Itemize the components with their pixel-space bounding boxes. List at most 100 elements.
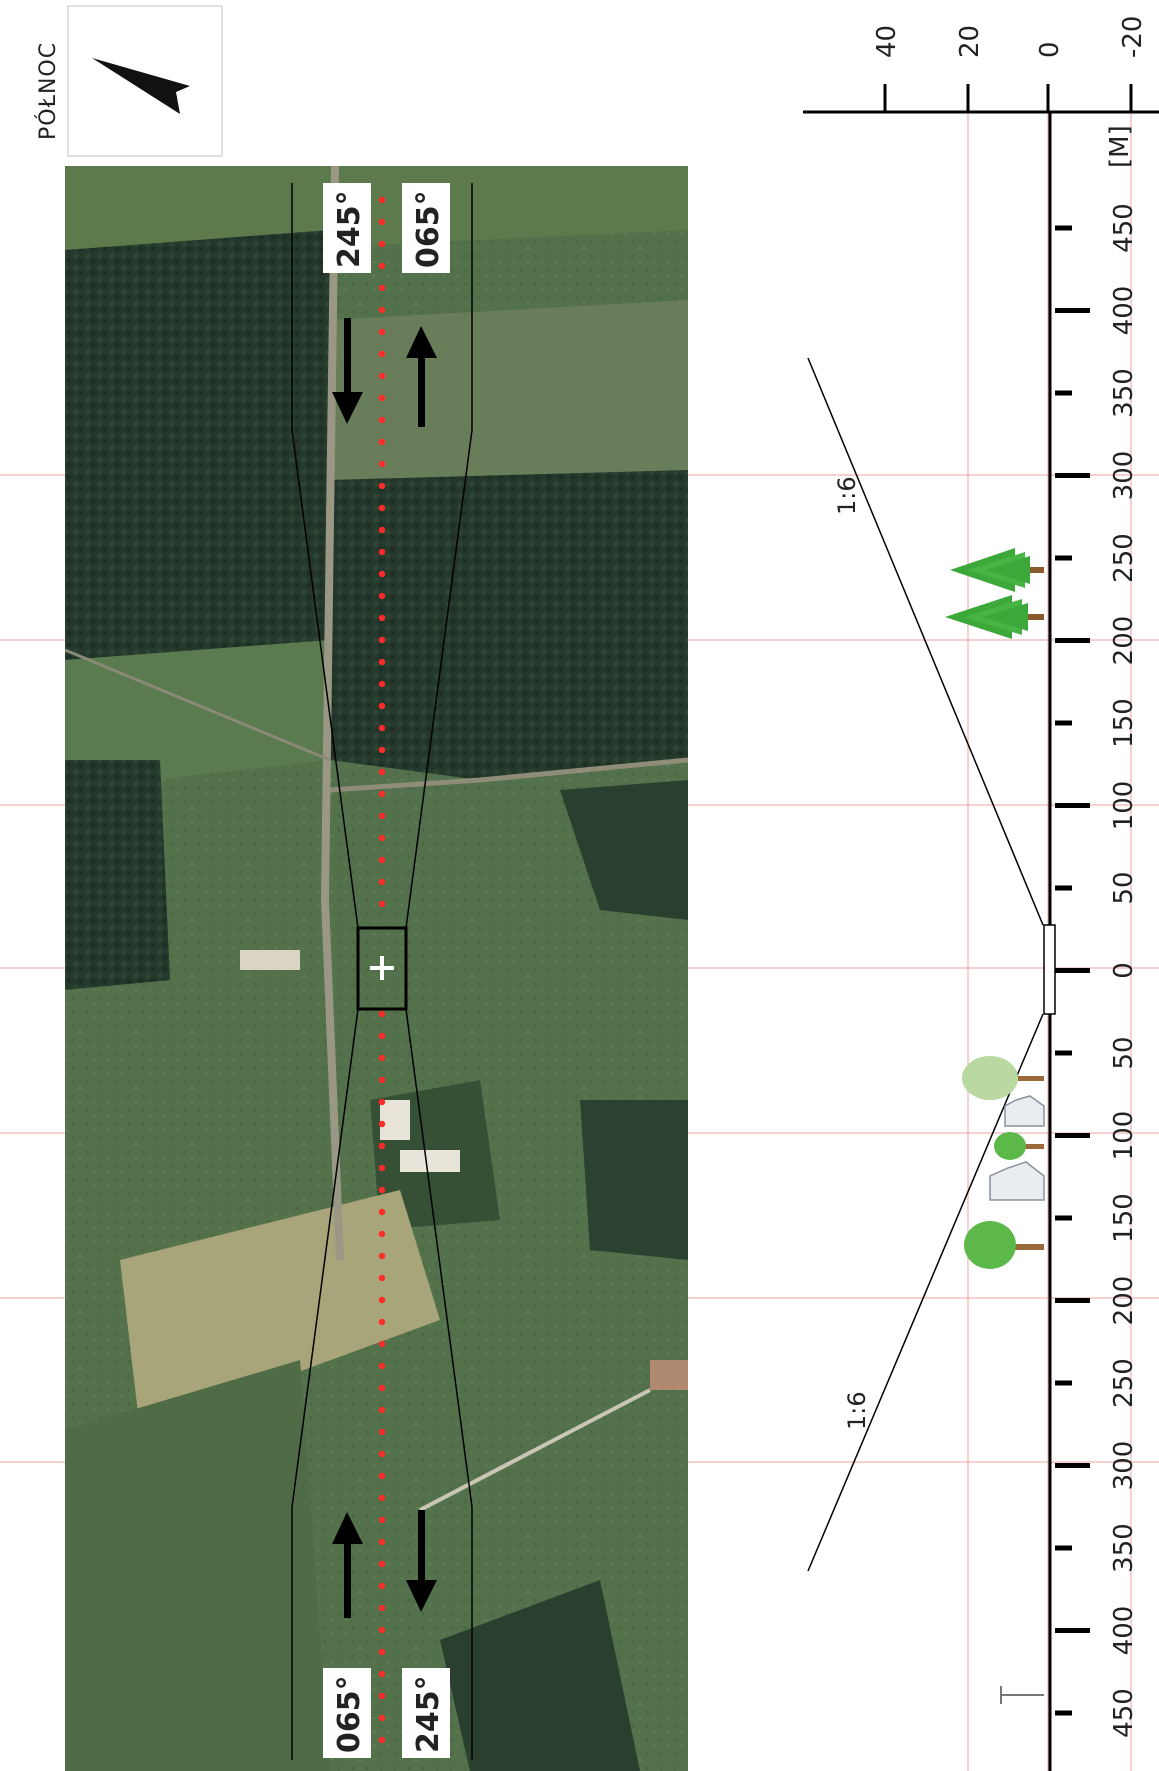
centerline-dot	[378, 746, 386, 754]
direction-arrow-icon	[332, 318, 437, 1618]
distance-tick-label: 200	[1109, 1276, 1139, 1326]
centerline-dot	[378, 482, 386, 490]
centerline-dot	[378, 856, 386, 864]
centerline-dot	[378, 1626, 386, 1634]
distance-tick-label: 50	[1109, 1036, 1139, 1069]
compass: PÓŁNOC	[35, 5, 223, 157]
house-icon	[989, 1095, 1045, 1201]
centerline-dot	[378, 372, 386, 380]
distance-tick-label: 150	[1109, 698, 1139, 748]
centerline-dot	[378, 1296, 386, 1304]
centerline-dot	[378, 724, 386, 732]
centerline-dot	[378, 284, 386, 292]
distance-axis: 4504003503002502001501005005010015020025…	[1043, 112, 1139, 1771]
centerline-dot	[378, 1362, 386, 1370]
svg-text:065°: 065°	[411, 190, 446, 268]
centerline-dot	[378, 328, 386, 336]
distance-tick-label: 350	[1109, 1523, 1139, 1573]
distance-tick-label: 150	[1109, 1193, 1139, 1243]
distance-tick-label: 250	[1109, 533, 1139, 583]
distance-tick-label: 450	[1109, 203, 1139, 253]
centerline-dot	[378, 1582, 386, 1590]
centerline-dot	[378, 1208, 386, 1216]
centerline-dot	[378, 1076, 386, 1084]
centerline-dot	[378, 1032, 386, 1040]
antenna-icon	[1000, 1686, 1044, 1704]
runway-label-top-left: 245°	[323, 183, 371, 273]
obstacle-limitation-slopes	[807, 357, 1044, 1572]
compass-label: PÓŁNOC	[35, 42, 61, 140]
distance-tick-label: 400	[1109, 1606, 1139, 1656]
slope-label-lower: 1:6	[843, 1391, 871, 1430]
centerline-dot	[378, 1450, 386, 1458]
centerline-dot	[378, 900, 386, 908]
centerline-dot	[378, 1010, 386, 1018]
centerline-dot	[378, 1692, 386, 1700]
slope-label-upper: 1:6	[833, 476, 861, 515]
runway-reference-box	[356, 926, 408, 1011]
distance-tick-label: 250	[1109, 1358, 1139, 1408]
centerline-dot	[378, 812, 386, 820]
approach-surfaces	[291, 183, 473, 1760]
centerline-dot	[378, 1098, 386, 1106]
runway-label-bottom-right: 245°	[402, 1668, 450, 1758]
svg-text:245°: 245°	[332, 190, 367, 268]
height-tick-label: 20	[955, 25, 985, 58]
centerline-dot	[378, 504, 386, 512]
distance-tick-label: 350	[1109, 368, 1139, 418]
centerline-dot	[378, 196, 386, 204]
centerline-dot	[378, 790, 386, 798]
centerline-dot	[378, 1670, 386, 1678]
deciduous-tree-icon	[962, 1056, 1044, 1269]
runway-label-bottom-left: 065°	[323, 1668, 371, 1758]
svg-text:245°: 245°	[411, 1675, 446, 1753]
centerline-dot	[378, 240, 386, 248]
centerline-dot	[378, 1230, 386, 1238]
centerline-dot	[378, 1120, 386, 1128]
centerline-dot	[378, 1406, 386, 1414]
centerline-dot	[378, 526, 386, 534]
distance-tick-label: 400	[1109, 286, 1139, 336]
centerline-dot	[378, 1340, 386, 1348]
centerline-dot	[378, 570, 386, 578]
centerline-dot	[378, 680, 386, 688]
distance-tick-label: 200	[1109, 616, 1139, 666]
centerline-dot	[378, 1164, 386, 1172]
centerline-dot	[378, 460, 386, 468]
centerline-dot	[378, 878, 386, 886]
centerline-dot	[378, 306, 386, 314]
centerline-dot	[378, 702, 386, 710]
north-arrow-icon	[92, 58, 190, 114]
height-axis-unit: [M]	[1105, 125, 1135, 168]
centerline-dot	[378, 1736, 386, 1744]
height-tick-label: 40	[872, 25, 902, 58]
centerline-dot	[378, 1538, 386, 1546]
centerline-dot	[378, 438, 386, 446]
centerline-dot	[378, 768, 386, 776]
runway-profile	[1043, 924, 1056, 1015]
centerline-dot	[378, 350, 386, 358]
distance-tick-label: 300	[1109, 1441, 1139, 1491]
distance-tick-label: 450	[1109, 1688, 1139, 1738]
aerodrome-reference-point-icon	[370, 956, 394, 980]
centerline-dot	[378, 1648, 386, 1656]
centerline-dot	[378, 592, 386, 600]
centerline-dot	[378, 1252, 386, 1260]
aerial-photo	[65, 166, 688, 1771]
centerline-dot	[378, 1472, 386, 1480]
distance-tick-label: 50	[1109, 871, 1139, 904]
svg-text:065°: 065°	[332, 1675, 367, 1753]
centerline-dot	[378, 416, 386, 424]
centerline-dot	[378, 1318, 386, 1326]
centerline-dot	[378, 1714, 386, 1722]
centerline-dot	[378, 834, 386, 842]
centerline-dot	[378, 218, 386, 226]
distance-tick-label: 300	[1109, 451, 1139, 501]
distance-tick-label: 100	[1109, 1111, 1139, 1161]
centerline-dot	[378, 636, 386, 644]
centerline-dot	[378, 1516, 386, 1524]
distance-tick-label: 0	[1109, 962, 1139, 979]
height-tick-label: -20	[1118, 16, 1148, 58]
